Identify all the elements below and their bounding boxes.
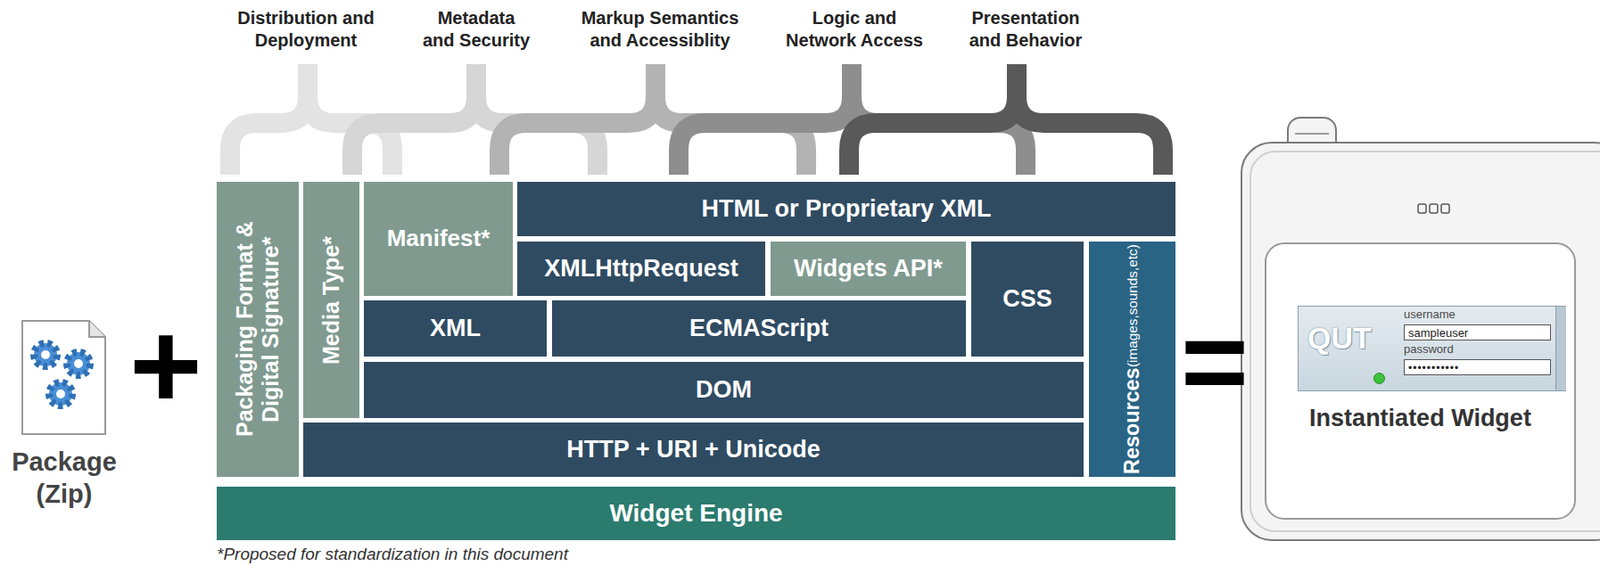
widget-text: sampleuser bbox=[1403, 324, 1551, 341]
box-label: HTML or Proprietary XML bbox=[701, 195, 991, 223]
stack-box: Manifest* bbox=[363, 181, 513, 297]
device bbox=[1241, 117, 1600, 541]
stack-box: XMLHttpRequest bbox=[517, 241, 766, 297]
stack-box: Widget Engine bbox=[216, 486, 1176, 541]
stack-box: DOM bbox=[363, 362, 1084, 419]
layer-group-label: Markup Semantics and Accessiblity bbox=[557, 7, 763, 52]
stack-box: Packaging Format & Digital Signature* bbox=[216, 181, 299, 478]
box-label: HTTP + URI + Unicode bbox=[566, 436, 821, 464]
box-label: Widget Engine bbox=[609, 499, 783, 528]
box-label: Media Type* bbox=[318, 235, 345, 364]
scroll-handle bbox=[1555, 306, 1567, 391]
box-label: ECMAScript bbox=[689, 314, 829, 343]
widget-text: password bbox=[1403, 343, 1454, 357]
box-label: Manifest* bbox=[387, 225, 491, 253]
box-label: XMLHttpRequest bbox=[544, 255, 739, 283]
layer-group-label: Distribution and Deployment bbox=[207, 7, 405, 52]
layer-group-label: Logic and Network Access bbox=[765, 7, 944, 52]
footnote: *Proposed for standardization in this do… bbox=[216, 544, 842, 565]
stack-box: XML bbox=[363, 300, 547, 357]
widget-screen: Instantiated Widget QUT username sampleuser… bbox=[1264, 242, 1576, 520]
stack-box: HTTP + URI + Unicode bbox=[303, 422, 1084, 478]
box-label: Packaging Format & Digital Signature* bbox=[231, 189, 284, 471]
box-label: (images,sounds,etc) bbox=[1124, 244, 1141, 368]
box-label: Instantiated Widget bbox=[1266, 404, 1575, 433]
stack-box: CSS bbox=[971, 241, 1084, 357]
box-label: XML bbox=[429, 314, 481, 343]
stack-box: ECMAScript bbox=[552, 300, 966, 357]
operator-symbol: = bbox=[1174, 303, 1255, 420]
layer-group-label: Presentation and Behavior bbox=[936, 7, 1115, 52]
stack-box: Media Type* bbox=[303, 181, 360, 419]
vertical-text-group: Resources(images,sounds,etc) bbox=[1120, 248, 1145, 471]
box-label: DOM bbox=[695, 376, 752, 405]
stack-box: Resources(images,sounds,etc) bbox=[1088, 241, 1176, 478]
operator-symbol: + bbox=[125, 303, 207, 429]
stack-box: HTML or Proprietary XML bbox=[517, 181, 1176, 237]
login-widget: QUT username sampleuser password ••••••••••• bbox=[1297, 305, 1567, 392]
icon-label: Package (Zip) bbox=[6, 445, 123, 512]
box-label: CSS bbox=[1002, 285, 1053, 314]
brace bbox=[849, 64, 1163, 175]
status-light bbox=[1373, 372, 1386, 385]
layer-group-label: Metadata and Security bbox=[387, 7, 566, 52]
widget-text: QUT bbox=[1307, 321, 1372, 356]
stack-box: Widgets API* bbox=[770, 241, 966, 297]
widget-text: ••••••••••• bbox=[1403, 359, 1551, 376]
widget-text: username bbox=[1403, 308, 1456, 322]
box-label: Resources bbox=[1120, 367, 1145, 475]
package-icon bbox=[22, 321, 106, 435]
vertical-text-group: Media Type* bbox=[318, 189, 345, 412]
vertical-text-group: Packaging Format & Digital Signature* bbox=[231, 189, 284, 471]
box-label: Widgets API* bbox=[793, 255, 943, 283]
